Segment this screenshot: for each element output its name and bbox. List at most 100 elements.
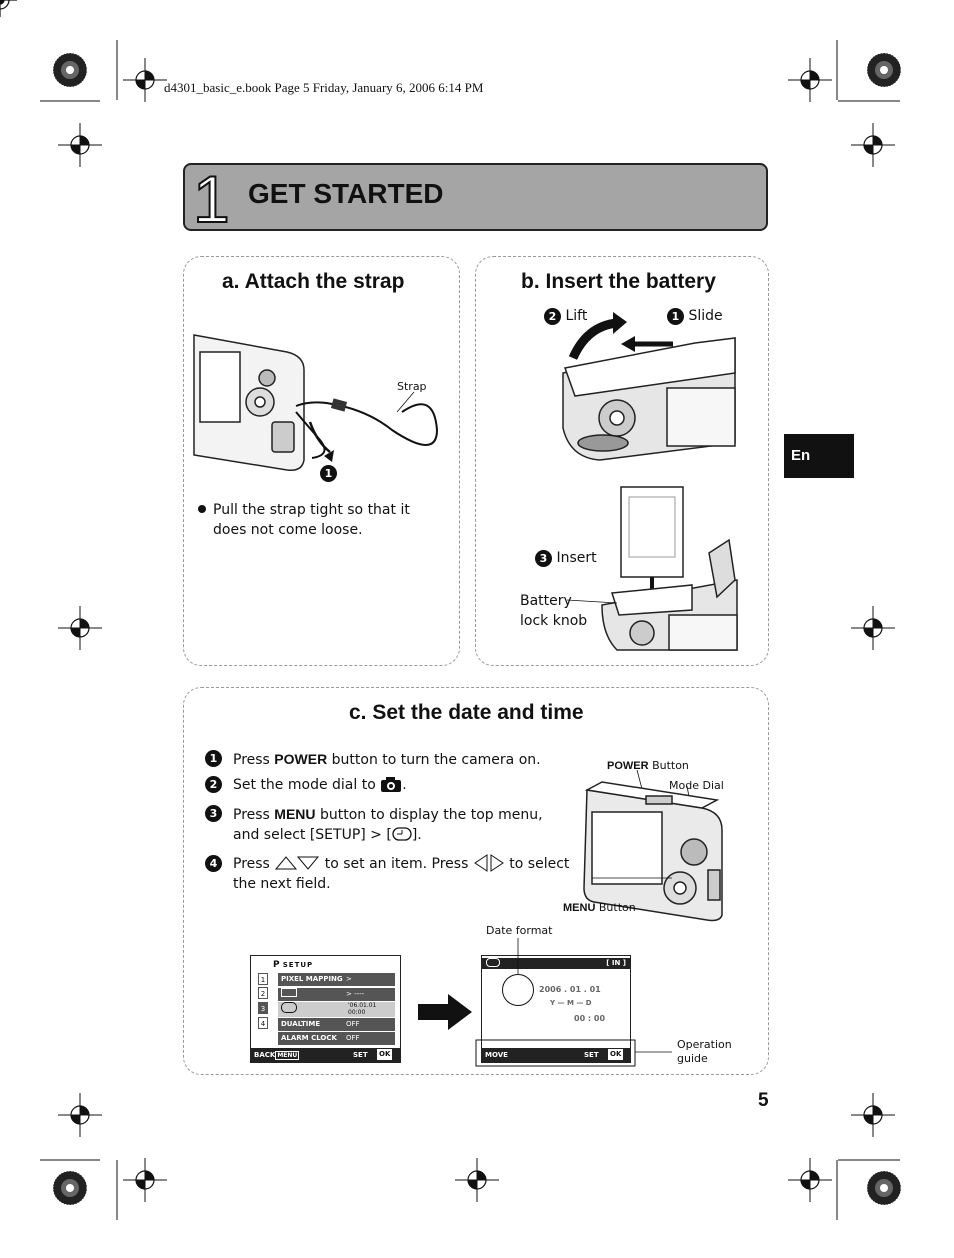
panel-insert-battery <box>475 256 769 666</box>
step-marker-1: 1 <box>320 465 337 482</box>
step-1-num: 1 <box>205 750 222 767</box>
mode-letter: P <box>273 960 280 970</box>
date-format-label: Date format <box>486 924 553 937</box>
step-2-num: 2 <box>205 776 222 793</box>
knob-label-line1: Battery <box>520 593 572 609</box>
insert-step-num: 3 <box>535 550 552 567</box>
arrow-right-icon <box>418 994 472 1030</box>
panel-set-date-time <box>183 687 769 1075</box>
power-key: POWER <box>274 751 328 767</box>
left-right-arrows-icon <box>473 854 504 872</box>
memory-indicator: [ IN ] <box>606 959 626 967</box>
camera-mode-icon <box>381 777 402 792</box>
lift-label: Lift <box>565 308 588 324</box>
row-2-value: > ---- <box>346 990 365 998</box>
panel-attach-strap <box>183 256 460 666</box>
chapter-number: 1 <box>192 161 231 237</box>
language-tab: En <box>784 434 854 478</box>
knob-label-line2: lock knob <box>520 613 588 629</box>
step-4: 4 Press to set an item. Press to select … <box>205 854 575 894</box>
slide-callout: 1 Slide <box>667 306 723 326</box>
step-1: 1 Press POWER button to turn the camera … <box>205 749 575 775</box>
row-5-value: OFF <box>346 1034 360 1042</box>
step-4-num: 4 <box>205 855 222 872</box>
step-3-line2-end: ]. <box>411 827 422 843</box>
step-2-pre: Set the mode dial to <box>233 777 381 793</box>
camera-strap-illustration <box>193 334 439 472</box>
menu-tab-1: 1 <box>258 973 268 985</box>
step-3-post: button to display the top menu, <box>315 807 543 823</box>
menu-row-pixel-mapping: PIXEL MAPPING> <box>278 973 395 986</box>
date-clock-icon <box>486 958 500 967</box>
lift-step-num: 2 <box>544 308 561 325</box>
clock-icon <box>392 827 412 841</box>
step-1-pre: Press <box>233 752 275 768</box>
book-header-line: d4301_basic_e.book Page 5 Friday, Januar… <box>164 80 484 95</box>
battery-lock-knob-label: Battery lock knob <box>520 591 587 631</box>
clock-row-icon <box>281 1002 297 1013</box>
date-steps: 1 Press POWER button to turn the camera … <box>205 749 575 894</box>
step-1-post: button to turn the camera on. <box>327 752 541 768</box>
move-label: MOVE <box>485 1051 508 1059</box>
date-ok-key: OK <box>608 1049 624 1060</box>
insert-label: Insert <box>556 550 597 566</box>
date-value: 2006 . 01 . 01 <box>539 985 601 994</box>
row-4-label: DUALTIME <box>281 1020 321 1028</box>
date-time-screen: [ IN ] 2006 . 01 . 01 Y — M — D 00 : 00 … <box>481 955 631 1063</box>
ok-key: OK <box>377 1049 393 1060</box>
section-c-title: c. Set the date and time <box>349 701 584 724</box>
date-ymd: Y — M — D <box>550 999 592 1007</box>
strap-label: Strap <box>397 380 427 393</box>
row-3-value: '06.01.01 00:00 <box>348 1002 377 1016</box>
setup-title: SETUP <box>282 961 314 969</box>
power-button-label: POWER Button <box>607 759 689 772</box>
step-2: 2 Set the mode dial to . <box>205 775 575 804</box>
operation-guide-line2: guide <box>677 1052 708 1065</box>
back-label: BACK <box>254 1051 276 1059</box>
date-screen-top-bar: [ IN ] <box>482 958 630 969</box>
battery-cover-illustration <box>562 312 736 461</box>
step-3-pre: Press <box>233 807 275 823</box>
menu-tab-3: 3 <box>258 1002 268 1014</box>
power-button-word: Button <box>652 759 689 772</box>
date-guide-bar: MOVE SET OK <box>482 1048 630 1062</box>
operation-guide-label: Operation guide <box>677 1038 732 1066</box>
setup-header: P SETUP <box>273 960 313 970</box>
operation-guide-line1: Operation <box>677 1038 732 1051</box>
page-number: 5 <box>758 1090 769 1111</box>
slide-step-num: 1 <box>667 308 684 325</box>
menu-row-clock: '06.01.01 00:00 <box>278 1002 395 1017</box>
power-button-key: POWER <box>607 760 649 772</box>
row-1-label: PIXEL MAPPING <box>281 975 343 983</box>
chapter-banner <box>183 163 768 231</box>
step-4-mid: to set an item. Press <box>320 856 473 872</box>
menu-row-alarm-clock: ALARM CLOCK OFF <box>278 1032 395 1045</box>
screen-icon <box>281 988 297 997</box>
set-label: SET <box>353 1051 368 1059</box>
chapter-title: GET STARTED <box>248 178 444 209</box>
battery-insertion-illustration <box>566 486 738 651</box>
menu-button-label: MENU Button <box>563 901 636 914</box>
camera-back-illustration <box>583 769 723 922</box>
step-3: 3 Press MENU button to display the top m… <box>205 804 575 854</box>
date-set-label: SET <box>584 1051 599 1059</box>
menu-row-screen: > ---- <box>278 988 395 1001</box>
step-4-line2: the next field. <box>233 876 331 892</box>
setup-menu-screen: P SETUP 1 2 3 4 PIXEL MAPPING> > ---- '0… <box>250 955 401 1063</box>
menu-tab-2: 2 <box>258 987 268 999</box>
row-1-value: > <box>346 975 352 983</box>
row-4-value: OFF <box>346 1020 360 1028</box>
row-5-label: ALARM CLOCK <box>281 1034 337 1042</box>
mode-dial-label: Mode Dial <box>669 779 724 792</box>
step-2-post: . <box>402 777 407 793</box>
menu-key: MENU <box>274 806 316 822</box>
strap-instruction: Pull the strap tight so that it does not… <box>198 500 443 540</box>
step-3-line2: and select [SETUP] > [ <box>233 827 392 843</box>
section-a-title: a. Attach the strap <box>222 270 405 293</box>
insert-callout: 3 Insert <box>535 548 597 568</box>
section-b-title: b. Insert the battery <box>521 270 716 293</box>
strap-bullet-text: Pull the strap tight so that it does not… <box>213 502 410 538</box>
lift-callout: 2 Lift <box>544 306 587 326</box>
